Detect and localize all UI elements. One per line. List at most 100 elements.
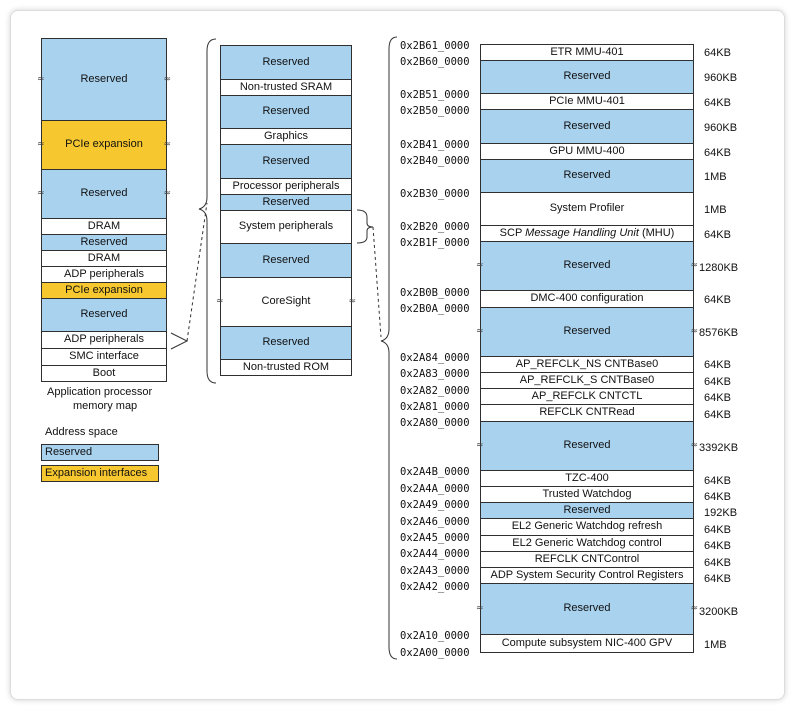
sys-block-system-profiler: System Profiler — [480, 192, 694, 226]
address-label: 0x2B51_0000 — [400, 89, 470, 101]
size-label: 1MB — [704, 639, 727, 651]
break-icon: ≈ — [37, 73, 45, 84]
address-label: 0x2B61_0000 — [400, 40, 470, 52]
block-label: CoreSight — [261, 295, 311, 308]
size-label: 3200KB — [699, 606, 739, 618]
block-label: Trusted Watchdog — [542, 487, 632, 500]
break-icon: ≈ — [476, 603, 484, 614]
app-processor-memory-map: ≈Reserved≈ ≈PCIe expansion≈ ≈Reserved≈ D… — [37, 38, 171, 382]
address-label: 0x2A49_0000 — [400, 499, 470, 511]
block-label: EL2 Generic Watchdog control — [512, 536, 662, 549]
block-label: PCIe expansion — [65, 283, 143, 296]
block-label: Non-trusted ROM — [242, 360, 330, 373]
address-label: 0x2A4A_0000 — [400, 483, 470, 495]
middle-map-left-brace — [198, 38, 217, 384]
size-label: 64KB — [704, 97, 731, 109]
sys-block-reserved-5: ≈Reserved≈ — [476, 307, 698, 357]
block-label: Reserved — [563, 169, 611, 182]
legend-expansion-interfaces: Expansion interfaces — [41, 465, 159, 482]
size-label: 64KB — [704, 392, 731, 404]
size-label: 1280KB — [699, 262, 739, 274]
block-label: Reserved — [80, 308, 128, 321]
adp-block-system-peripherals: System peripherals — [220, 210, 352, 244]
sys-block-reserved-1: Reserved — [480, 60, 694, 94]
block-label: Reserved — [563, 259, 611, 272]
address-label: 0x2B30_0000 — [400, 188, 470, 200]
size-label: 192KB — [704, 507, 738, 519]
size-label: 64KB — [704, 376, 731, 388]
size-label: 1MB — [704, 171, 727, 183]
app-map-caption-line2: memory map — [73, 400, 138, 412]
block-label: Reserved — [563, 602, 611, 615]
block-label: Graphics — [263, 129, 309, 142]
mhu-italic: Message Handling Unit — [525, 226, 639, 239]
block-label: ADP peripherals — [64, 333, 144, 346]
app-block-boot: Boot — [41, 365, 167, 382]
size-label: 64KB — [704, 409, 731, 421]
size-label: 64KB — [704, 294, 731, 306]
block-label: Reserved — [262, 154, 310, 167]
block-label: REFCLK CNTControl — [534, 552, 640, 565]
size-label: 64KB — [704, 147, 731, 159]
address-label: 0x2A43_0000 — [400, 565, 470, 577]
address-label: 0x2A46_0000 — [400, 516, 470, 528]
block-label: PCIe MMU-401 — [549, 94, 625, 107]
adp-block-reserved-6: Reserved — [220, 326, 352, 360]
block-label: DMC-400 configuration — [530, 292, 644, 305]
address-label: 0x2B40_0000 — [400, 155, 470, 167]
app-block-reserved-1: ≈Reserved≈ — [37, 38, 171, 121]
block-label: AP_REFCLK_S CNTBase0 — [519, 373, 655, 386]
block-label: Reserved — [563, 70, 611, 83]
size-label: 64KB — [704, 540, 731, 552]
block-label: REFCLK CNTRead — [539, 406, 635, 419]
block-label: AP_REFCLK_NS CNTBase0 — [515, 357, 659, 370]
block-label: ETR MMU-401 — [550, 45, 624, 58]
size-label: 64KB — [704, 557, 731, 569]
system-peripherals-brace — [356, 209, 374, 244]
size-label: 64KB — [704, 524, 731, 536]
sys-block-nic-400-gpv: Compute subsystem NIC-400 GPV — [480, 634, 694, 653]
figure-card: ≈Reserved≈ ≈PCIe expansion≈ ≈Reserved≈ D… — [10, 10, 785, 700]
size-label: 3392KB — [699, 442, 739, 454]
address-label: 0x2B50_0000 — [400, 105, 470, 117]
block-label: DRAM — [87, 251, 121, 264]
address-label: 0x2A44_0000 — [400, 548, 470, 560]
block-label: Compute subsystem NIC-400 GPV — [501, 636, 673, 649]
sys-block-reserved-8: ≈ Reserved ≈ — [476, 583, 698, 635]
block-label: Reserved — [262, 195, 310, 208]
address-label: 0x2A84_0000 — [400, 352, 470, 364]
size-label: 64KB — [704, 47, 731, 59]
break-icon: ≈ — [476, 440, 484, 451]
break-icon: ≈ — [163, 139, 171, 150]
sys-block-reserved-4: ≈Reserved≈ — [476, 241, 698, 291]
adp-block-coresight: ≈CoreSight≈ — [216, 277, 356, 327]
block-label: Non-trusted SRAM — [239, 80, 333, 93]
block-label: Processor peripherals — [232, 179, 340, 192]
right-map-left-brace — [380, 36, 398, 660]
block-label: Reserved — [563, 119, 611, 132]
block-label: ADP System Security Control Registers — [490, 568, 684, 581]
block-label: Reserved — [80, 72, 128, 85]
block-label: Reserved — [563, 439, 611, 452]
size-label: 64KB — [704, 573, 731, 585]
adp-peripherals-memory-map: Reserved Non-trusted SRAM Reserved Graph… — [216, 45, 356, 376]
break-icon: ≈ — [690, 603, 698, 614]
app-block-pcie-expansion-1: ≈PCIe expansion≈ — [37, 120, 171, 170]
address-label: 0x2A83_0000 — [400, 368, 470, 380]
address-label: 0x2B0A_0000 — [400, 303, 470, 315]
block-label: Reserved — [563, 325, 611, 338]
app-map-caption-line1: Application processor — [47, 386, 153, 398]
address-label: 0x2B1F_0000 — [400, 237, 470, 249]
break-icon: ≈ — [476, 326, 484, 337]
break-icon: ≈ — [690, 440, 698, 451]
legend-title: Address space — [45, 426, 118, 438]
block-label: DRAM — [87, 219, 121, 232]
address-label: 0x2B41_0000 — [400, 139, 470, 151]
mhu-prefix: SCP — [499, 226, 526, 239]
block-label: SMC interface — [69, 350, 139, 363]
block-label: Reserved — [80, 235, 128, 248]
address-label: 0x2B20_0000 — [400, 221, 470, 233]
block-label: Reserved — [262, 336, 310, 349]
size-label: 64KB — [704, 359, 731, 371]
block-label: EL2 Generic Watchdog refresh — [511, 520, 663, 533]
